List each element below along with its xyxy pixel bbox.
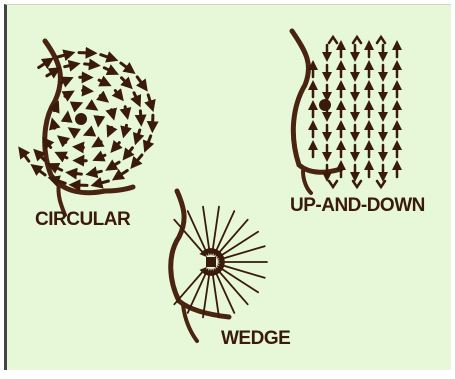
circular-arrow [137, 130, 140, 140]
circular-arrow [35, 168, 45, 175]
wedge-arrows [174, 207, 267, 318]
circular-arrow [53, 123, 54, 128]
circular-arrow [134, 155, 142, 164]
up-and-down-label: UP-AND-DOWN [290, 195, 425, 217]
circular-pattern [22, 41, 153, 215]
circular-arrow [71, 173, 81, 174]
wedge-arrow [219, 232, 258, 257]
circular-arrow [75, 105, 78, 106]
up-and-down-nipple [319, 99, 331, 111]
wedge-pattern [171, 191, 267, 341]
wedge-label: WEDGE [221, 328, 290, 350]
circular-arrow [96, 181, 108, 184]
up-and-down-breast-outline [292, 31, 341, 172]
circular-nipple [75, 113, 87, 125]
circular-arrow [99, 80, 106, 83]
circular-arrow [52, 166, 61, 170]
bottom-chevron [329, 181, 337, 187]
circular-arrow [96, 142, 101, 145]
circular-arrow [125, 107, 127, 114]
circular-arrow [110, 127, 112, 132]
circular-arrow [137, 77, 144, 87]
circular-arrow [101, 55, 113, 59]
breast-exam-patterns-diagram [7, 5, 455, 379]
circular-arrow [121, 63, 131, 70]
circular-arrow [47, 70, 56, 75]
circular-arrow [88, 132, 91, 133]
circular-arrow [85, 64, 95, 65]
circular-arrow [22, 151, 29, 161]
up-and-down-arrows [313, 37, 397, 187]
circular-arrow [91, 171, 101, 173]
circular-arrow [104, 68, 113, 72]
wedge-nipple [206, 257, 216, 267]
wedge-arrow [221, 265, 265, 278]
wedge-arrow [219, 267, 258, 292]
circular-arrow [115, 91, 120, 97]
top-chevron [377, 37, 385, 43]
circular-arrow [146, 136, 150, 147]
circular-arrow [60, 155, 67, 158]
circular-arrow [148, 95, 152, 107]
circular-arrow [91, 106, 93, 108]
circular-arrow [65, 65, 75, 67]
circular-arrow [54, 106, 56, 111]
bottom-chevron [353, 181, 361, 187]
circular-arrow [122, 78, 129, 85]
diagram-panel: CIRCULAR UP-AND-DOWN WEDGE [4, 4, 451, 370]
circular-arrow [98, 155, 105, 158]
circular-arrow [140, 111, 141, 121]
circular-arrow [125, 125, 127, 132]
top-chevron [329, 37, 337, 43]
circular-arrow [134, 93, 138, 102]
top-chevron [353, 37, 361, 43]
circular-arrow [126, 148, 132, 156]
circular-arrow [100, 96, 104, 99]
circular-arrow [110, 162, 119, 167]
circular-arrow [114, 143, 119, 149]
circular-arrow [73, 131, 75, 133]
circular-label: CIRCULAR [35, 209, 130, 231]
wedge-arrow [221, 246, 265, 259]
circular-arrow [117, 171, 127, 178]
circular-arrow [111, 110, 112, 115]
circular-arrow [65, 94, 70, 97]
circular-arrow [62, 139, 66, 142]
up-and-down-pattern [292, 31, 397, 193]
circular-arrows [22, 53, 153, 186]
circular-arrow [58, 54, 70, 57]
bottom-chevron [377, 181, 385, 187]
circular-arrow [39, 61, 49, 68]
